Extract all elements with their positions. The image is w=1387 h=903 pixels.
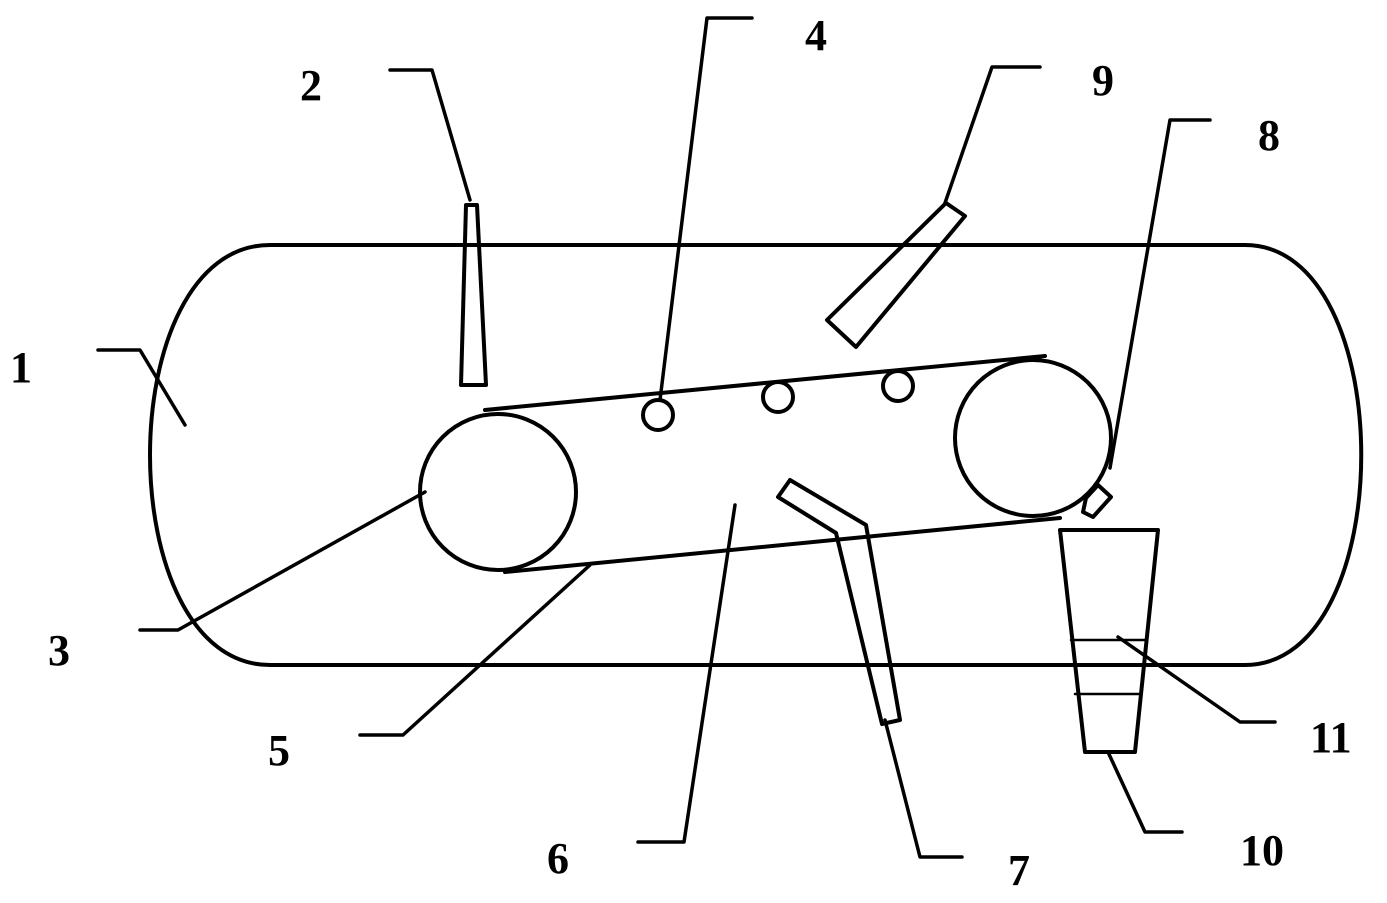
belt-item [641, 398, 675, 432]
housing [148, 243, 1364, 667]
belt-lower-run [503, 516, 1062, 574]
collection-container [1058, 528, 1160, 754]
scraper [1081, 483, 1113, 519]
leader-line-2 [388, 68, 472, 202]
discharge-pipe [776, 478, 902, 726]
label-10: 10 [1240, 826, 1284, 875]
left-roller [418, 412, 578, 572]
label-9: 9 [1092, 56, 1114, 105]
label-6: 6 [547, 834, 569, 883]
leader-line-9 [943, 65, 1042, 205]
upper-nozzle [459, 203, 488, 387]
angled-sprayer [825, 201, 967, 349]
leader-line-3 [138, 490, 427, 632]
leader-line-5 [358, 563, 592, 737]
right-roller [953, 358, 1113, 518]
leader-line-4 [658, 16, 754, 402]
label-1: 1 [10, 343, 32, 392]
label-5: 5 [268, 726, 290, 775]
belt-item [881, 369, 915, 403]
label-11: 11 [1310, 713, 1352, 762]
label-4: 4 [805, 11, 827, 60]
leader-line-6 [636, 503, 737, 844]
leader-line-10 [1106, 750, 1184, 834]
leader-line-1 [96, 348, 187, 427]
leader-line-7 [883, 718, 964, 859]
belt-item [761, 380, 795, 414]
belt-upper-run [483, 354, 1047, 412]
label-3: 3 [48, 626, 70, 675]
label-8: 8 [1258, 111, 1280, 160]
leader-line-8 [1108, 118, 1212, 470]
label-7: 7 [1008, 846, 1030, 895]
label-2: 2 [300, 61, 322, 110]
leader-line-11 [1116, 635, 1277, 724]
